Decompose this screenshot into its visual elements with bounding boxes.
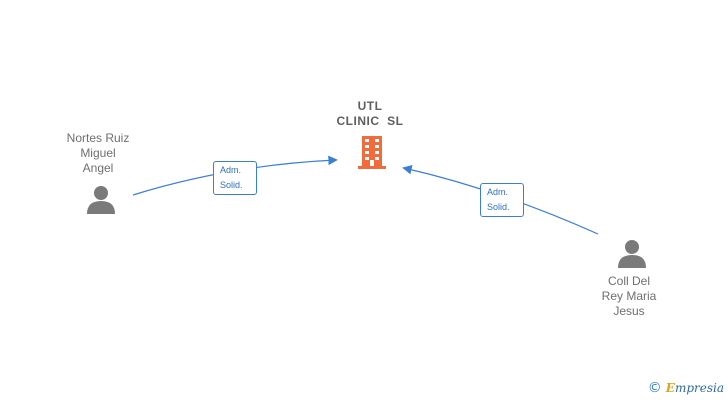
copyright-icon: © — [647, 380, 662, 396]
person-left-line3: Angel — [82, 161, 114, 175]
company-name-line1: UTL — [357, 99, 383, 113]
building-icon[interactable] — [356, 136, 388, 170]
person-left-line1: Nortes Ruiz — [66, 131, 130, 145]
company-name-line2: CLINIC SL — [336, 114, 404, 128]
person-left-line2: Miguel — [80, 146, 116, 160]
person-right-line3: Jesus — [613, 304, 645, 318]
person-icon[interactable] — [617, 238, 647, 268]
person-name-right[interactable]: Coll Del Rey Maria Jesus — [569, 274, 689, 319]
person-right-line2: Rey Maria — [601, 289, 657, 303]
edge-left-line2: Solid. — [220, 180, 243, 190]
edge-left-line1: Adm. — [220, 165, 242, 175]
edge-right-line1: Adm. — [487, 187, 509, 197]
person-icon[interactable] — [86, 184, 116, 214]
company-name[interactable]: UTL CLINIC SL — [310, 99, 430, 129]
edge-right-line2: Solid. — [487, 202, 510, 212]
brand-initial: E — [665, 381, 675, 395]
person-right-line1: Coll Del — [607, 274, 650, 288]
brand-rest: mpresia — [674, 381, 724, 395]
person-name-left[interactable]: Nortes Ruiz Miguel Angel — [38, 131, 158, 176]
edge-label-left[interactable]: Adm. Solid. — [213, 161, 257, 195]
brand-logo[interactable]: ©Empresia — [648, 380, 724, 396]
edge-label-right[interactable]: Adm. Solid. — [480, 183, 524, 217]
